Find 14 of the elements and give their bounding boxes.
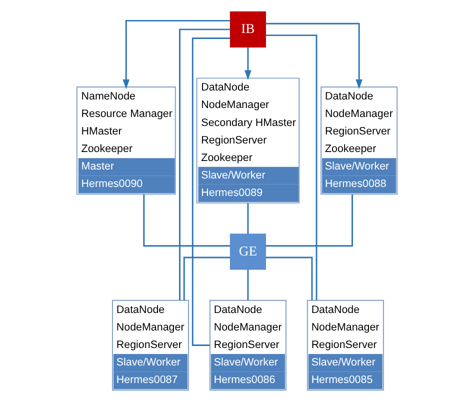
node-box: GE — [230, 234, 266, 270]
arrow — [122, 20, 230, 90]
connector — [247, 269, 249, 300]
connector — [266, 194, 353, 247]
arrow — [266, 22, 362, 90]
node-box: IB — [230, 11, 266, 48]
connector — [266, 256, 313, 300]
arrow — [244, 47, 252, 80]
connector — [192, 38, 230, 346]
connector — [266, 34, 318, 300]
connector — [179, 28, 230, 300]
connector — [183, 256, 230, 300]
connector — [143, 194, 230, 247]
connector — [247, 203, 249, 234]
